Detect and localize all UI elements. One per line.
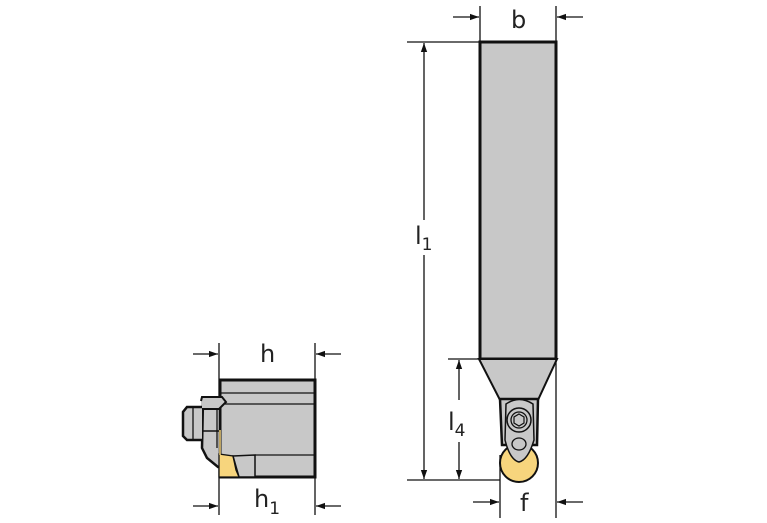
dim-label-h: h: [260, 340, 275, 368]
dim-label-f: f: [520, 489, 529, 517]
dim-label-b: b: [511, 6, 526, 34]
dim-label-h1: h1: [254, 485, 280, 519]
dim-label-l4: l4: [448, 408, 466, 441]
front-view: b l1 l4: [407, 6, 583, 518]
side-view: h h1: [181, 340, 341, 519]
dim-label-l1: l1: [415, 222, 433, 255]
